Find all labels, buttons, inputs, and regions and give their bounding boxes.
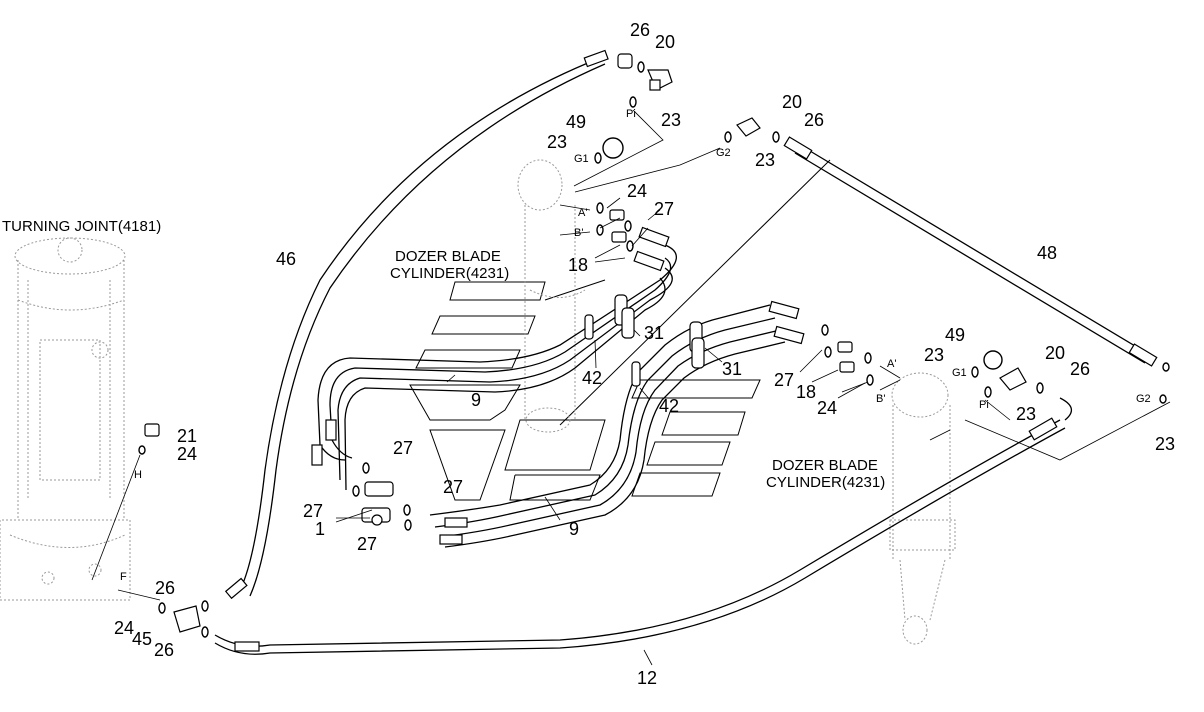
part-1: 1 bbox=[315, 519, 325, 539]
part-27-top: 27 bbox=[654, 199, 674, 219]
port-h: H bbox=[134, 469, 142, 481]
part-9-upper: 9 bbox=[471, 390, 481, 410]
part-20-top: 20 bbox=[655, 32, 675, 52]
port-g1-right: G1 bbox=[952, 367, 967, 379]
part-31-right: 31 bbox=[722, 359, 742, 379]
part-18-top: 18 bbox=[568, 255, 588, 275]
watermark-logo bbox=[409, 159, 831, 501]
dozer-cylinder-1-title-line1: DOZER BLADE bbox=[395, 248, 501, 265]
port-b-top: B' bbox=[574, 227, 583, 239]
lower-fittings bbox=[138, 423, 412, 638]
part-31-left: 31 bbox=[644, 323, 664, 343]
part-42-right: 42 bbox=[659, 396, 679, 416]
part-20-right: 20 bbox=[1045, 343, 1065, 363]
part-23-g1-right: 23 bbox=[924, 345, 944, 365]
part-27-a: 27 bbox=[393, 438, 413, 458]
part-42-left: 42 bbox=[582, 368, 602, 388]
hose-9-upper bbox=[311, 226, 677, 491]
part-26-top: 26 bbox=[630, 20, 650, 40]
turning-joint-outline bbox=[0, 237, 131, 601]
port-b-right: B' bbox=[876, 393, 885, 405]
part-21: 21 bbox=[177, 426, 197, 446]
part-23-pi-right: 23 bbox=[1016, 404, 1036, 424]
port-f: F bbox=[120, 571, 127, 583]
port-g2-top: G2 bbox=[716, 147, 731, 159]
part-24-right: 24 bbox=[817, 398, 837, 418]
hose-12 bbox=[214, 397, 1072, 655]
part-23-g2-right: 23 bbox=[1155, 434, 1175, 454]
part-26-mid: 26 bbox=[804, 110, 824, 130]
part-26-right: 26 bbox=[1070, 359, 1090, 379]
part-26-bottom-left-bottom: 26 bbox=[154, 640, 174, 660]
top-fittings bbox=[594, 53, 780, 252]
part-49-right: 49 bbox=[945, 325, 965, 345]
dozer-cylinder-2-outline bbox=[889, 372, 956, 645]
hose-48 bbox=[783, 136, 1158, 367]
port-pi-right: Pi bbox=[979, 399, 989, 411]
part-27-right: 27 bbox=[774, 370, 794, 390]
part-23-g2-top: 23 bbox=[755, 150, 775, 170]
part-18-right: 18 bbox=[796, 382, 816, 402]
dozer-cylinder-2-title-line2: CYLINDER(4231) bbox=[766, 474, 885, 491]
part-24-top: 24 bbox=[627, 181, 647, 201]
part-9-lower: 9 bbox=[569, 519, 579, 539]
clamps bbox=[584, 294, 705, 387]
part-48: 48 bbox=[1037, 243, 1057, 263]
part-23-g1-top: 23 bbox=[547, 132, 567, 152]
port-g1-top: G1 bbox=[574, 153, 589, 165]
part-27-d: 27 bbox=[357, 534, 377, 554]
port-a-top: A' bbox=[578, 207, 587, 219]
part-23-pi-top: 23 bbox=[661, 110, 681, 130]
turning-joint-title: TURNING JOINT(4181) bbox=[2, 218, 161, 235]
part-27-b: 27 bbox=[303, 501, 323, 521]
port-pi-top: Pi bbox=[626, 108, 636, 120]
right-fittings bbox=[821, 324, 1170, 404]
dozer-cylinder-1-title-line2: CYLINDER(4231) bbox=[390, 265, 509, 282]
part-12: 12 bbox=[637, 668, 657, 688]
part-46: 46 bbox=[276, 249, 296, 269]
part-49-top: 49 bbox=[566, 112, 586, 132]
dozer-cylinder-2-title-line1: DOZER BLADE bbox=[772, 457, 878, 474]
part-24-h: 24 bbox=[177, 444, 197, 464]
leader-lines bbox=[91, 109, 1171, 666]
hose-46 bbox=[224, 49, 609, 600]
part-26-bottom-left-top: 26 bbox=[155, 578, 175, 598]
part-20-mid: 20 bbox=[782, 92, 802, 112]
port-g2-right: G2 bbox=[1136, 393, 1151, 405]
dozer-cylinder-1-outline bbox=[517, 159, 586, 433]
part-24-bottom-left: 24 bbox=[114, 618, 134, 638]
port-a-right: A' bbox=[887, 358, 896, 370]
part-27-c: 27 bbox=[443, 477, 463, 497]
part-45: 45 bbox=[132, 629, 152, 649]
